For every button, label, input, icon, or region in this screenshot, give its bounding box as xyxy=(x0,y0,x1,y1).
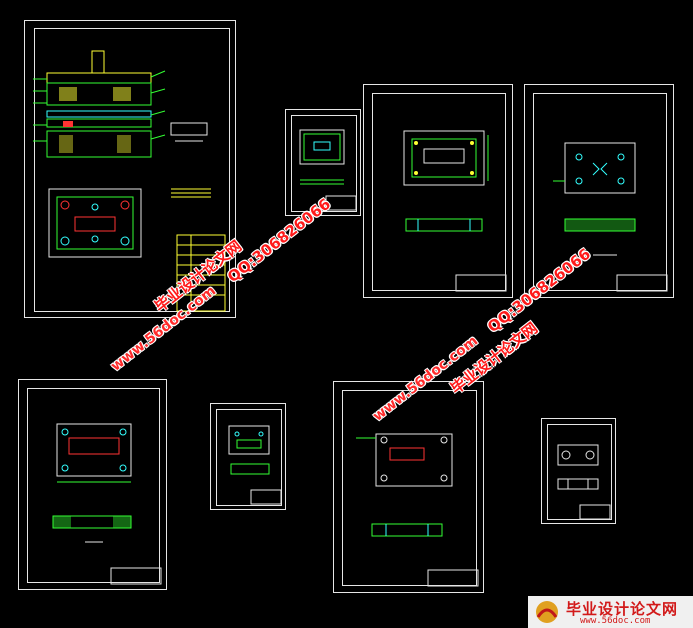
part-view xyxy=(403,130,507,292)
part-view xyxy=(228,425,282,505)
sheet-inner-frame xyxy=(216,409,282,506)
sheet-part-drawing-small-2[interactable] xyxy=(210,403,286,510)
sheet-inner-frame xyxy=(27,388,160,583)
sheet-part-drawing-plate-1[interactable] xyxy=(363,84,513,298)
sheet-inner-frame xyxy=(372,93,506,291)
part-view xyxy=(557,444,611,520)
part-view xyxy=(299,129,357,211)
sheet-inner-frame xyxy=(34,28,230,312)
sheet-part-drawing-plate-3[interactable] xyxy=(18,379,167,590)
sheet-inner-frame xyxy=(533,93,667,291)
part-view xyxy=(356,433,479,587)
sheet-part-drawing-small-1[interactable] xyxy=(285,109,361,216)
part-view xyxy=(52,423,162,585)
sheet-inner-frame xyxy=(291,115,357,212)
part-view xyxy=(553,142,668,292)
logo-title: 毕业设计论文网 xyxy=(566,600,679,618)
logo-url: www.56doc.com xyxy=(580,616,651,626)
sheet-assembly-drawing[interactable] xyxy=(24,20,236,318)
logo-icon xyxy=(536,601,558,623)
site-logo[interactable]: 毕业设计论文网 www.56doc.com xyxy=(528,596,693,628)
sheet-part-drawing-small-3[interactable] xyxy=(541,418,616,524)
watermark-qq: QQ:306826066 xyxy=(224,194,334,287)
sheet-inner-frame xyxy=(342,390,477,586)
assembly-view xyxy=(33,50,226,312)
sheet-part-drawing-plate-4[interactable] xyxy=(333,381,484,593)
sheet-part-drawing-plate-2[interactable] xyxy=(524,84,674,298)
